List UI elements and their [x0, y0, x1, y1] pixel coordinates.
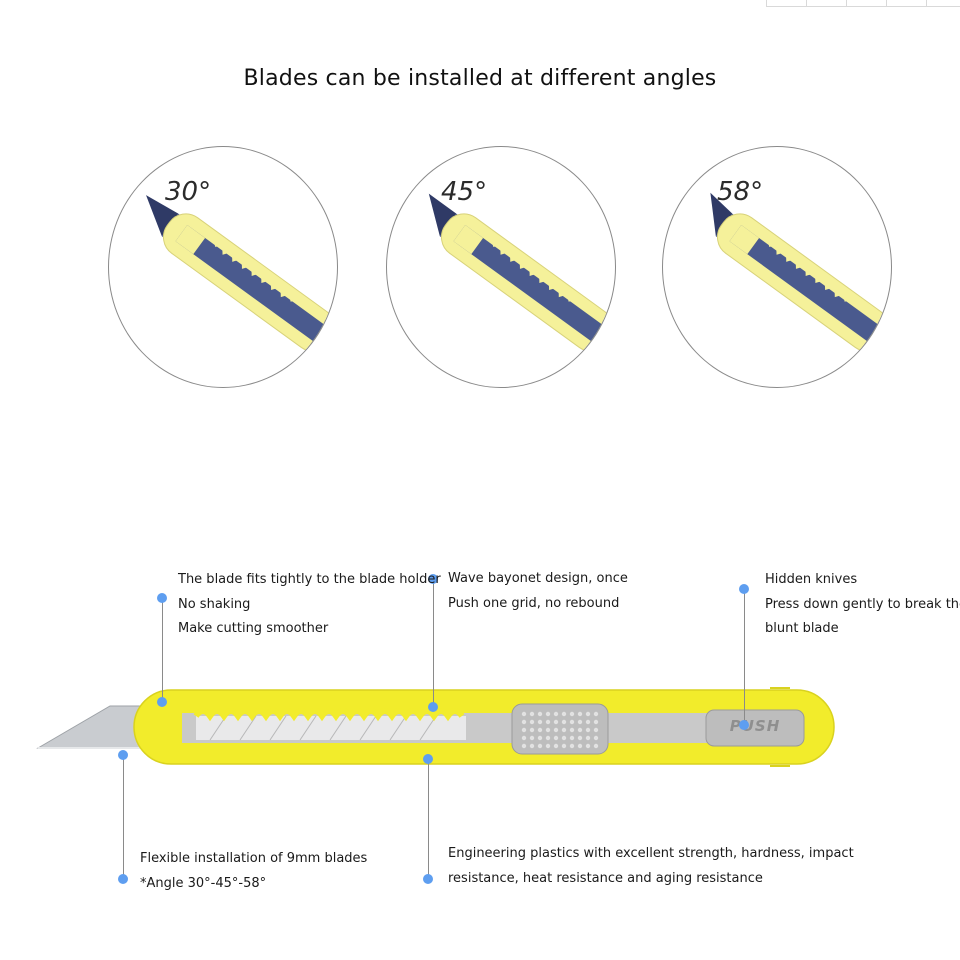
annotation-flexible-install: Flexible installation of 9mm blades *Ang… [140, 847, 367, 896]
knife-blade [36, 705, 151, 749]
callout-dot [423, 754, 433, 764]
page-title: Blades can be installed at different ang… [243, 66, 717, 91]
annotation-engineering-plastics: Engineering plastics with excellent stre… [448, 842, 854, 891]
corner-grid-lines [766, 0, 960, 7]
callout-dot [157, 593, 167, 603]
annotation-blade-holder: The blade fits tightly to the blade hold… [178, 568, 441, 642]
leader-line-flexible-install [123, 755, 124, 879]
callout-dot [118, 874, 128, 884]
callout-dot [423, 874, 433, 884]
knife-30-illustration [146, 195, 336, 352]
callout-dot [157, 697, 167, 707]
annotation-wave-bayonet: Wave bayonet design, once Push one grid,… [448, 567, 628, 616]
knife-45-illustration [428, 193, 614, 352]
knife-58-illustration [710, 192, 890, 352]
annotation-line: Flexible installation of 9mm blades [140, 851, 368, 866]
callout-dot [118, 750, 128, 760]
slider-button [511, 703, 609, 755]
angle-label-45: 45° [441, 177, 488, 207]
annotation-line: Hidden knives [765, 572, 858, 587]
wave-bayonet [193, 708, 465, 722]
leader-line-blade-holder [162, 598, 163, 702]
annotation-line: Press down gently to break the [765, 596, 960, 612]
angle-circle-30: 30° [108, 146, 338, 388]
callout-dot [739, 584, 749, 594]
angle-circle-58: 58° [662, 146, 892, 388]
push-button [705, 709, 805, 747]
annotation-line: resistance, heat resistance and aging re… [448, 870, 763, 886]
annotation-line: Engineering plastics with excellent stre… [448, 846, 854, 861]
annotation-line: *Angle 30°-45°-58° [140, 875, 267, 891]
angle-label-58: 58° [717, 177, 764, 207]
annotation-line: Wave bayonet design, once [448, 571, 628, 586]
leader-line-wave-bayonet [433, 579, 434, 707]
leader-line-hidden-knives [744, 589, 745, 725]
callout-dot [428, 702, 438, 712]
annotation-line: The blade fits tightly to the blade hold… [178, 572, 441, 587]
callout-dot [428, 574, 438, 584]
angle-circle-45: 45° [386, 146, 616, 388]
leader-line-engineering-plastics [428, 759, 429, 879]
push-label: PUSH [729, 717, 781, 735]
annotation-line: Make cutting smoother [178, 621, 329, 636]
angle-label-30: 30° [165, 177, 212, 207]
annotation-line: blunt blade [765, 621, 839, 636]
callout-dot [739, 720, 749, 730]
annotation-hidden-knives: Hidden knives Press down gently to break… [765, 568, 960, 642]
annotation-line: Push one grid, no rebound [448, 595, 620, 611]
annotation-line: No shaking [178, 596, 251, 612]
